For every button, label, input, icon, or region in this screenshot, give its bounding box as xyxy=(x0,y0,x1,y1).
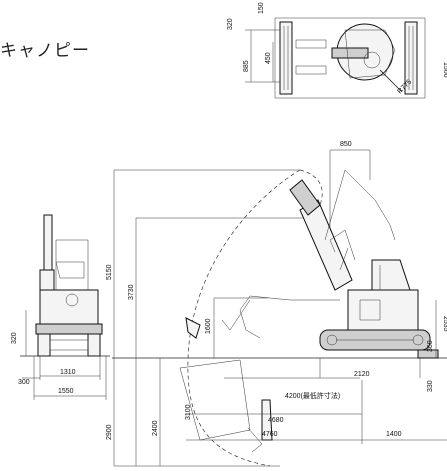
dim-1400: 1400 xyxy=(386,431,402,438)
dim-300: 300 xyxy=(18,379,30,386)
top-view xyxy=(245,17,426,99)
dim-1310: 1310 xyxy=(60,369,76,376)
dim-885: 885 xyxy=(243,60,250,72)
dim-2120: 2120 xyxy=(354,371,370,378)
left-track xyxy=(279,21,293,95)
boom-raised xyxy=(299,199,353,291)
dim-2535: 2535 xyxy=(442,316,447,332)
dim-450: 450 xyxy=(265,52,272,64)
dim-850: 850 xyxy=(340,141,352,148)
dim-1600: 1600 xyxy=(205,318,212,334)
dim-4680: 4680 xyxy=(268,417,284,424)
dim-4760: 4760 xyxy=(262,431,278,438)
front-blade xyxy=(35,323,103,335)
right-track xyxy=(404,21,418,95)
dim-4200: 4200(最低許寸法) xyxy=(285,391,340,400)
dim-2900: 2900 xyxy=(106,424,113,440)
dim-320-front: 320 xyxy=(11,332,18,344)
dim-5150: 5150 xyxy=(106,264,113,280)
front-view xyxy=(20,214,110,400)
dim-3730: 3730 xyxy=(128,284,135,300)
front-boom xyxy=(43,214,53,276)
dim-150: 150 xyxy=(258,2,265,14)
dim-360: 360 xyxy=(427,340,434,352)
dim-2400: 2400 xyxy=(152,420,159,436)
reach-envelope xyxy=(187,169,301,467)
arm-low xyxy=(179,359,251,441)
front-cab xyxy=(39,289,99,325)
cab xyxy=(371,259,411,291)
dim-3100: 3100 xyxy=(185,404,192,420)
heading-text: キャノピー xyxy=(0,41,90,61)
side-view xyxy=(112,149,447,467)
dim-1500: 1500 xyxy=(442,62,447,78)
machine-body xyxy=(347,289,419,331)
arm-mid xyxy=(239,295,340,339)
dim-320-top: 320 xyxy=(227,18,234,30)
top-view-frame xyxy=(274,17,426,99)
dim-1550: 1550 xyxy=(58,388,74,395)
boom-top xyxy=(331,47,369,59)
dim-330: 330 xyxy=(427,380,434,392)
